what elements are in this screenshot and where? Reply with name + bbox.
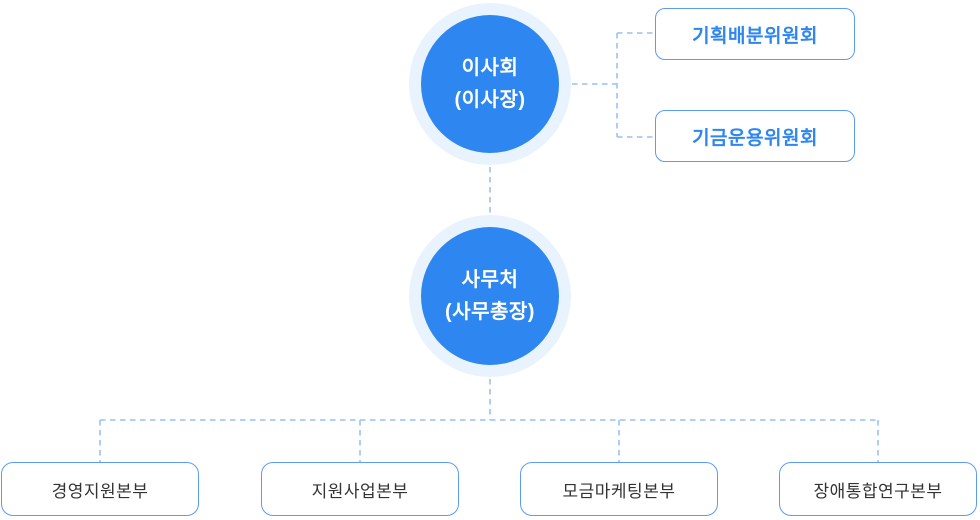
department-label: 장애통합연구본부 [813, 481, 943, 501]
node-board-subtitle: (이사장) [454, 89, 526, 111]
department-box-management: 경영지원본부 [1, 462, 199, 516]
department-box-support: 지원사업본부 [261, 462, 459, 516]
node-board-title: 이사회 [461, 57, 519, 79]
committee-label: 기획배분위원회 [692, 25, 818, 47]
department-box-research: 장애통합연구본부 [779, 462, 977, 516]
node-secretariat: 사무처 (사무총장) [409, 215, 571, 377]
department-label: 모금마케팅본부 [562, 481, 676, 501]
node-secretariat-subtitle: (사무총장) [445, 301, 535, 323]
node-secretariat-title: 사무처 [461, 269, 519, 291]
department-label: 지원사업본부 [311, 481, 409, 501]
committee-box-fund: 기금운용위원회 [655, 110, 855, 162]
node-board-circle: 이사회 (이사장) [421, 15, 559, 153]
node-secretariat-circle: 사무처 (사무총장) [421, 227, 559, 365]
department-label: 경영지원본부 [51, 481, 149, 501]
committee-box-planning: 기획배분위원회 [655, 8, 855, 60]
node-board: 이사회 (이사장) [409, 3, 571, 165]
committee-label: 기금운용위원회 [692, 127, 818, 149]
department-box-fundraising: 모금마케팅본부 [520, 462, 718, 516]
